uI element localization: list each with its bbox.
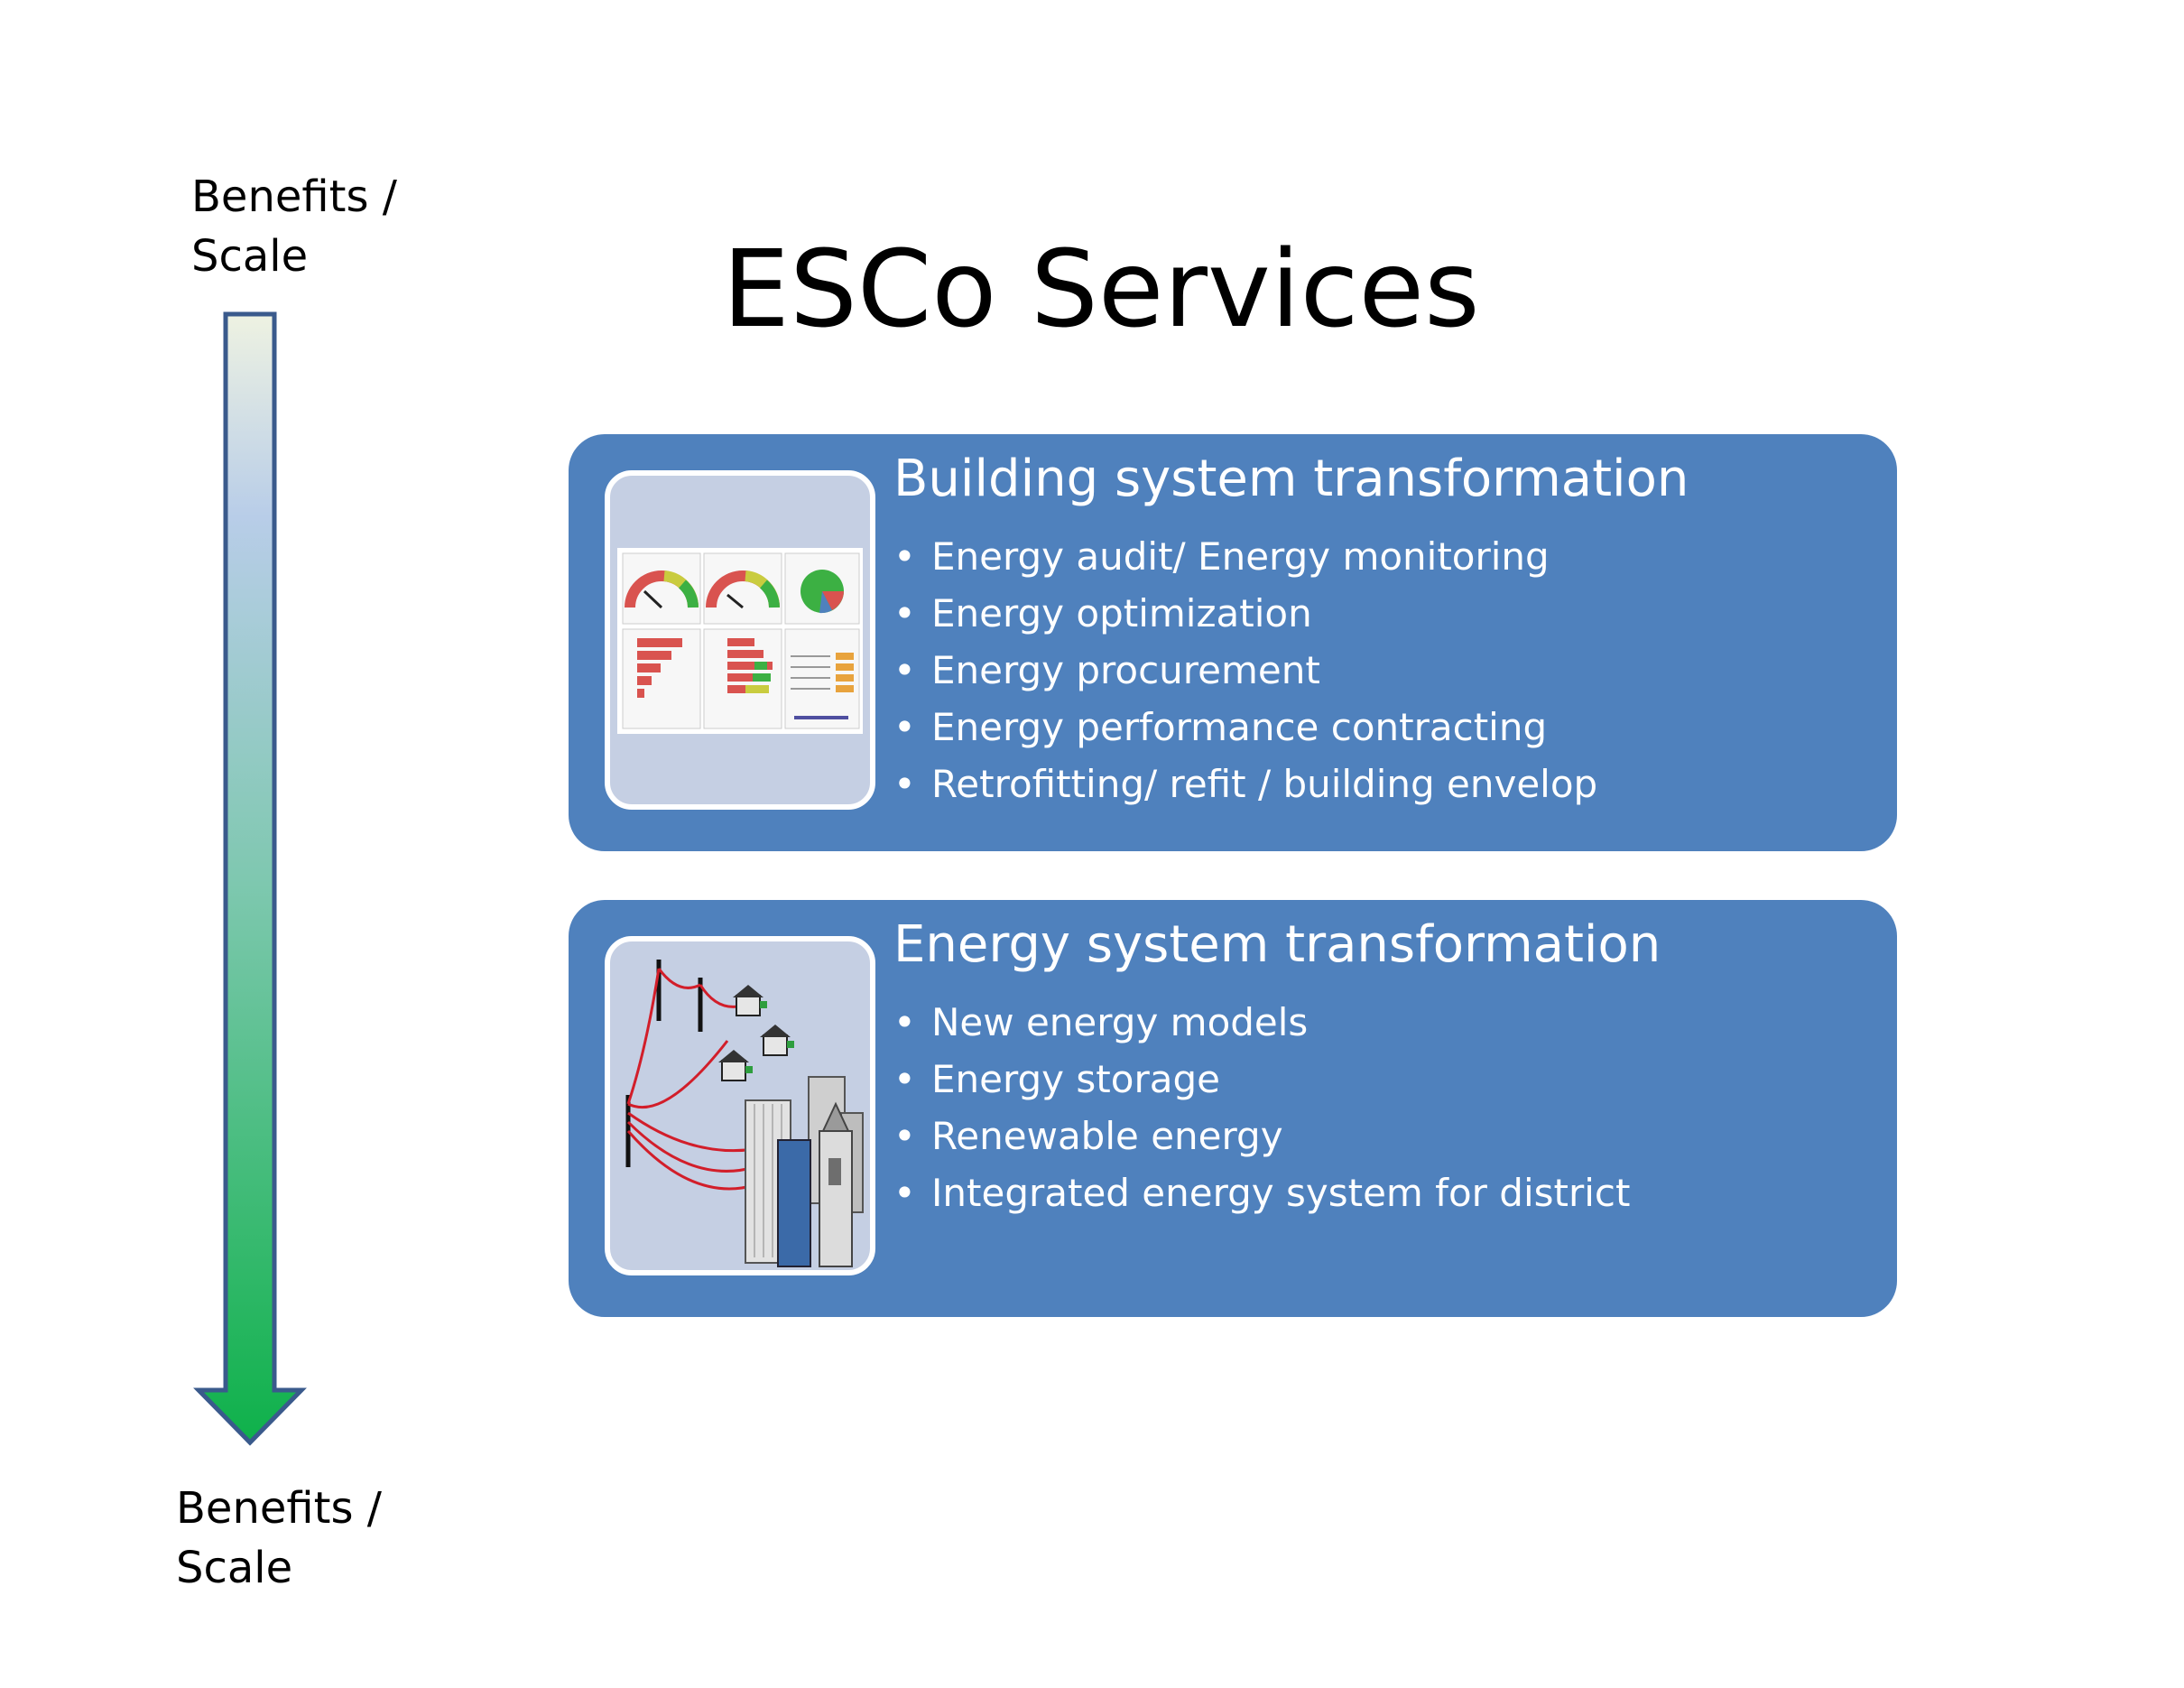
power-grid-city-icon xyxy=(605,936,875,1275)
scale-label-top-line2: Scale xyxy=(191,231,309,282)
scale-label-top: Benefits / Scale xyxy=(191,167,397,286)
bar-chart-icon xyxy=(622,628,701,729)
scale-label-bottom-line2: Scale xyxy=(176,1543,293,1593)
panel-energy-system: Energy system transformation New energy … xyxy=(569,900,1897,1317)
list-item: Integrated energy system for district xyxy=(893,1164,1630,1221)
scale-label-bottom-line1: Benefits / xyxy=(176,1483,382,1534)
bar-chart-icon xyxy=(703,628,782,729)
bullet-list: New energy models Energy storage Renewab… xyxy=(893,994,1630,1221)
page-title: ESCo Services xyxy=(722,227,1480,351)
panel-building-system: Building system transformation Energy au… xyxy=(569,434,1897,851)
list-item: Energy storage xyxy=(893,1051,1630,1108)
list-item: Energy procurement xyxy=(893,642,1597,699)
list-item: Renewable energy xyxy=(893,1108,1630,1164)
table-icon xyxy=(784,628,860,729)
energy-dashboard-icon xyxy=(605,470,875,810)
list-item: Energy performance contracting xyxy=(893,699,1597,756)
bullet-list: Energy audit/ Energy monitoring Energy o… xyxy=(893,528,1597,812)
house-icon xyxy=(760,1025,794,1056)
scale-label-top-line1: Benefits / xyxy=(191,172,397,222)
list-item: Energy audit/ Energy monitoring xyxy=(893,528,1597,585)
scale-label-bottom: Benefits / Scale xyxy=(176,1479,382,1598)
list-item: Energy optimization xyxy=(893,585,1597,642)
house-icon xyxy=(718,1050,753,1081)
down-arrow-icon xyxy=(193,311,307,1446)
gauge-icon xyxy=(622,552,701,625)
pie-icon xyxy=(784,552,860,625)
panel-title: Energy system transformation xyxy=(893,915,1661,974)
gauge-icon xyxy=(703,552,782,625)
building-icon xyxy=(777,1139,811,1267)
panel-title: Building system transformation xyxy=(893,450,1689,508)
house-icon xyxy=(733,985,767,1016)
list-item: New energy models xyxy=(893,994,1630,1051)
tower-icon xyxy=(819,1101,853,1267)
list-item: Retrofitting/ refit / building envelop xyxy=(893,756,1597,812)
